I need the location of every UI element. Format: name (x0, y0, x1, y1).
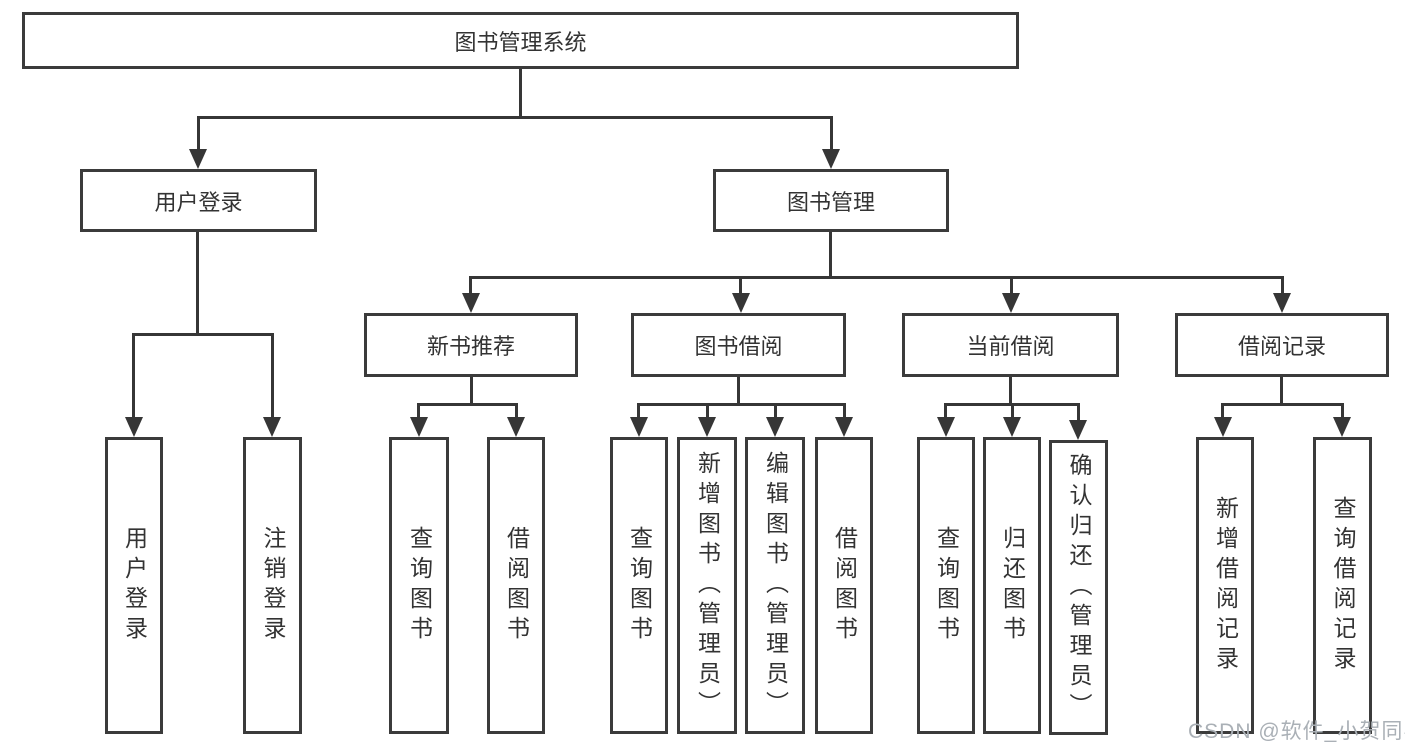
leaf-query-borrow-record: 查询借阅记录 (1313, 437, 1372, 734)
leaf-borrowing-query-books: 查询图书 (610, 437, 668, 734)
connector-line (469, 276, 1284, 279)
connector-line (944, 403, 947, 421)
arrow-down-icon (1002, 293, 1020, 313)
csdn-watermark: CSDN @软件_小贺同学 (1188, 720, 1405, 743)
arrow-down-icon (1273, 293, 1291, 313)
connector-line (196, 232, 199, 335)
arrow-down-icon (189, 149, 207, 169)
connector-line (1280, 377, 1283, 405)
connector-line (739, 276, 742, 296)
connector-line (1009, 377, 1012, 405)
node-new-book-recommend: 新书推荐 (364, 313, 578, 377)
connector-line (1221, 403, 1344, 406)
arrow-down-icon (1003, 417, 1021, 437)
connector-line (1010, 276, 1013, 296)
connector-line (197, 116, 200, 154)
connector-line (774, 403, 777, 421)
node-book-management: 图书管理 (713, 169, 949, 232)
leaf-return-books: 归还图书 (983, 437, 1041, 734)
connector-line (1341, 403, 1344, 421)
arrow-down-icon (125, 417, 143, 437)
connector-line (469, 276, 472, 296)
arrow-down-icon (822, 149, 840, 169)
node-borrowing-records: 借阅记录 (1175, 313, 1389, 377)
arrow-down-icon (698, 417, 716, 437)
leaf-borrowing-borrow-books: 借阅图书 (815, 437, 873, 734)
arrow-down-icon (1069, 420, 1087, 440)
connector-line (515, 403, 518, 421)
arrow-down-icon (263, 417, 281, 437)
arrow-down-icon (1214, 417, 1232, 437)
node-book-borrowing: 图书借阅 (631, 313, 846, 377)
connector-line (519, 69, 522, 117)
connector-line (132, 333, 274, 336)
arrow-down-icon (766, 417, 784, 437)
connector-line (197, 116, 833, 119)
leaf-recommend-borrow-books: 借阅图书 (487, 437, 545, 734)
connector-line (1011, 403, 1014, 421)
leaf-recommend-query-books: 查询图书 (389, 437, 449, 734)
arrow-down-icon (630, 417, 648, 437)
arrow-down-icon (1333, 417, 1351, 437)
leaf-add-borrow-record: 新增借阅记录 (1196, 437, 1254, 734)
connector-line (829, 232, 832, 278)
leaf-current-query-books: 查询图书 (917, 437, 975, 734)
arrow-down-icon (732, 293, 750, 313)
connector-line (132, 333, 135, 421)
connector-line (1077, 403, 1080, 424)
arrow-down-icon (462, 293, 480, 313)
connector-line (737, 377, 740, 405)
leaf-add-books-admin: 新增图书（管理员） (677, 437, 737, 734)
arrow-down-icon (410, 417, 428, 437)
node-user-login-group: 用户登录 (80, 169, 317, 232)
connector-line (1281, 276, 1284, 296)
connector-line (417, 403, 420, 421)
node-root: 图书管理系统 (22, 12, 1019, 69)
connector-line (271, 333, 274, 421)
leaf-edit-books-admin: 编辑图书（管理员） (745, 437, 805, 734)
connector-line (470, 377, 473, 405)
connector-line (637, 403, 846, 406)
connector-line (637, 403, 640, 421)
connector-line (843, 403, 846, 421)
connector-line (417, 403, 518, 406)
leaf-logout: 注销登录 (243, 437, 302, 734)
connector-line (1221, 403, 1224, 421)
connector-line (830, 116, 833, 154)
arrow-down-icon (835, 417, 853, 437)
leaf-confirm-return-admin: 确认归还（管理员） (1049, 440, 1108, 735)
arrow-down-icon (937, 417, 955, 437)
leaf-user-login: 用户登录 (105, 437, 163, 734)
arrow-down-icon (507, 417, 525, 437)
connector-line (706, 403, 709, 421)
node-current-borrowing: 当前借阅 (902, 313, 1119, 377)
